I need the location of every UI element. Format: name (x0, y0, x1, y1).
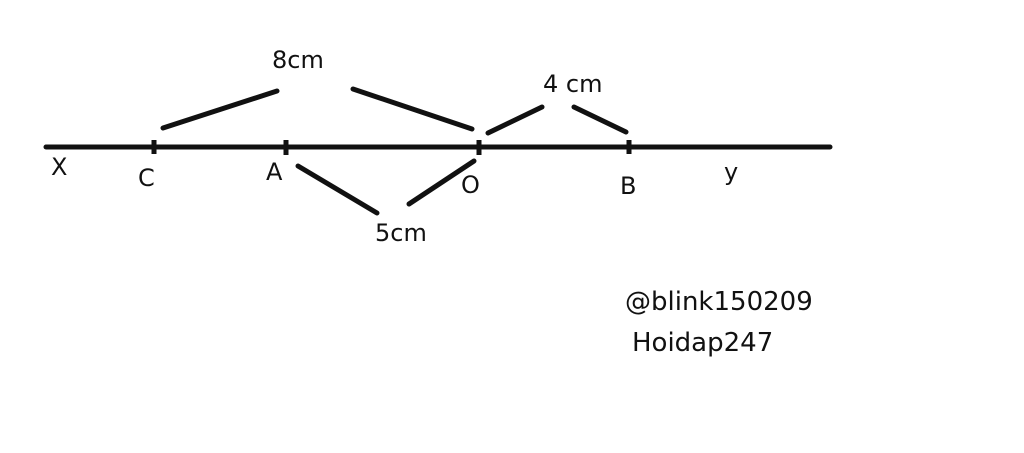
point-label-c: C (138, 164, 155, 192)
brace-co-left (160, 88, 280, 131)
measure-label-ao: 5cm (375, 219, 427, 247)
brace-ao-right (406, 158, 477, 207)
brace-ob-right (571, 104, 629, 135)
brace-co-right (350, 86, 475, 132)
measure-label-co: 8cm (272, 46, 324, 74)
point-label-y: y (724, 158, 739, 186)
point-label-b: B (620, 172, 637, 200)
brace-ob-left (485, 104, 545, 136)
brace-ao-left (295, 163, 380, 216)
point-label-o: O (461, 171, 480, 199)
point-label-a: A (266, 158, 283, 186)
site-name: Hoidap247 (632, 328, 774, 358)
measure-label-ob: 4 cm (543, 70, 603, 98)
point-label-x: X (51, 153, 68, 181)
author-handle: @blink150209 (625, 287, 813, 317)
